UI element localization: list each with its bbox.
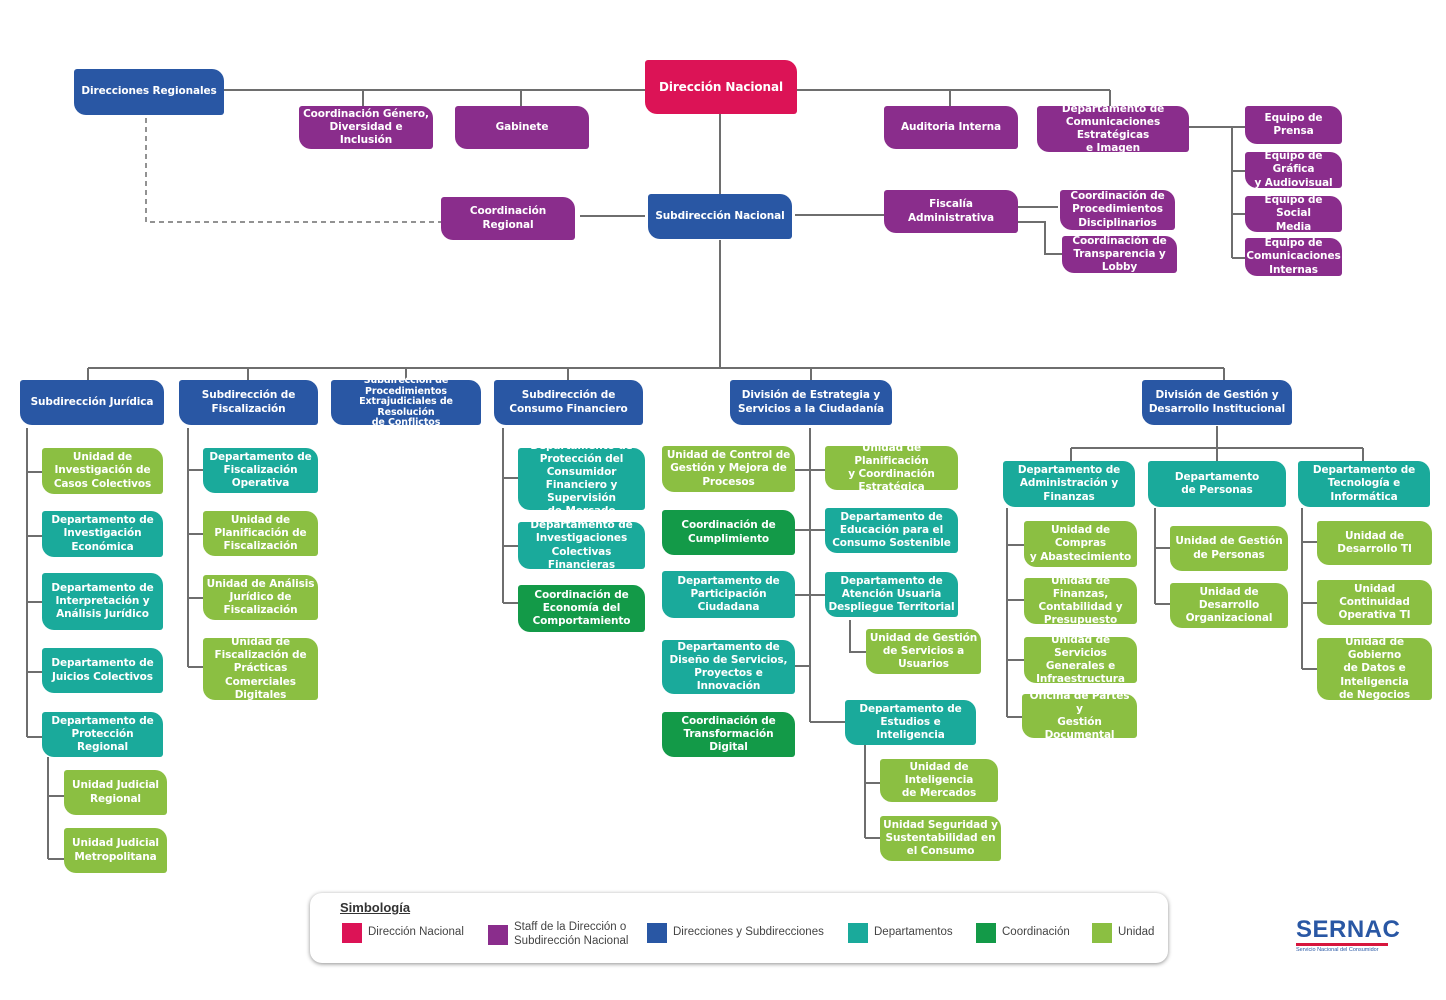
- node-subdireccion-consumo-financiero: Subdirección de Consumo Financiero: [494, 380, 643, 425]
- node-d-participacion-ciudadana: Departamento de Participación Ciudadana: [662, 571, 795, 618]
- node-u-desarrollo-ti: Unidad de Desarrollo TI: [1317, 521, 1432, 565]
- node-d-proteccion-regional: Departamento de Protección Regional: [42, 712, 163, 757]
- node-u-investigacion-casos: Unidad de Investigación de Casos Colecti…: [42, 448, 163, 494]
- legend-label: Departamentos: [874, 926, 953, 939]
- node-u-judicial-regional: Unidad Judicial Regional: [64, 770, 167, 815]
- connector-regional-dashed: [145, 118, 441, 223]
- node-d-juicios-colectivos: Departamento de Juicios Colectivos: [42, 648, 163, 693]
- node-u-continuidad-ti: Unidad Continuidad Operativa TI: [1317, 580, 1432, 625]
- node-d-fiscalizacion-operativa: Departamento de Fiscalización Operativa: [203, 448, 318, 493]
- logo-subtitle: Servicio Nacional del Consumidor: [1296, 947, 1379, 953]
- legend-label: Staff de la Dirección o Subdirección Nac…: [514, 921, 629, 947]
- node-c-cumplimiento: Coordinación de Cumplimiento: [662, 510, 795, 555]
- node-u-judicial-metropolitana: Unidad Judicial Metropolitana: [64, 828, 167, 873]
- node-d-interpretacion-juridico: Departamento de Interpretación y Análisi…: [42, 573, 163, 630]
- logo-underline: [1296, 943, 1388, 946]
- legend-swatch: [1092, 923, 1112, 943]
- legend-swatch: [848, 923, 868, 943]
- legend-label: Unidad: [1118, 926, 1155, 939]
- connector-consumo-items: [503, 477, 518, 604]
- node-u-oficina-partes: Oficina de Partes y Gestión Documental: [1022, 690, 1137, 741]
- node-u-gestion-personas: Unidad de Gestión de Personas: [1170, 526, 1288, 571]
- node-fiscalia-administrativa: Fiscalía Administrativa: [884, 190, 1018, 233]
- legend-item-direcciones: Direcciones y Subdirecciones: [647, 923, 824, 943]
- node-equipo-prensa: Equipo de Prensa: [1245, 106, 1342, 144]
- legend-swatch: [647, 923, 667, 943]
- connector-tecnologia-items: [1302, 541, 1317, 670]
- node-subdireccion-fiscalizacion: Subdirección de Fiscalización: [179, 380, 318, 425]
- node-equipo-comunicaciones-internas: Equipo de Comunicaciones Internas: [1245, 237, 1342, 276]
- node-coord-transparencia: Coordinación de Transparencia y Lobby: [1062, 235, 1177, 273]
- legend-item-coordinacion: Coordinación: [976, 923, 1070, 943]
- legend-item-departamentos: Departamentos: [848, 923, 953, 943]
- legend: Simbología Dirección Nacional Staff de l…: [310, 893, 1168, 963]
- node-d-investigacion-economica: Departamento de Investigación Económica: [42, 511, 163, 557]
- node-subdireccion-nacional: Subdirección Nacional: [648, 194, 792, 239]
- node-division-gestion: División de Gestión y Desarrollo Institu…: [1142, 380, 1292, 425]
- node-equipo-social-media: Equipo de Social Media: [1245, 194, 1342, 233]
- legend-swatch: [488, 924, 508, 945]
- node-u-gobierno-datos: Unidad de Gobierno de Datos e Inteligenc…: [1317, 636, 1432, 701]
- connector-proteccion-items: [48, 795, 64, 860]
- node-u-servicios-generales: Unidad de Servicios Generales e Infraest…: [1024, 634, 1137, 685]
- legend-label: Dirección Nacional: [368, 926, 464, 939]
- node-u-seguridad-consumo: Unidad Seguridad y Sustentabilidad en el…: [880, 816, 1001, 861]
- node-equipo-grafica: Equipo de Gráfica y Audiovisual: [1245, 150, 1342, 189]
- connector-estudios-items: [865, 782, 880, 839]
- node-u-compras: Unidad de Compras y Abastecimiento: [1024, 521, 1137, 567]
- node-subdireccion-procedimientos: Subdirección de Procedimientos Extrajudi…: [331, 375, 481, 428]
- connector-subdirecciones: [87, 368, 1225, 382]
- node-d-investigaciones-colectivas-financieras: Departamento de Investigaciones Colectiv…: [518, 519, 645, 571]
- node-coordinacion-regional: Coordinación Regional: [441, 197, 575, 240]
- node-coord-procedimientos-disciplinarios: Coordinación de Procedimientos Disciplin…: [1060, 190, 1175, 230]
- node-depto-comunicaciones: Departamento de Comunicaciones Estratégi…: [1037, 103, 1189, 154]
- node-u-inteligencia-mercados: Unidad de Inteligencia de Mercados: [880, 759, 998, 802]
- node-direcciones-regionales: Direcciones Regionales: [74, 69, 224, 115]
- node-u-control-gestion: Unidad de Control de Gestión y Mejora de…: [662, 446, 795, 492]
- node-c-transformacion-digital: Coordinación de Transformación Digital: [662, 712, 795, 757]
- connector-juridica-items: [27, 471, 42, 738]
- connector-personas-items: [1155, 547, 1170, 605]
- node-u-gestion-servicios-usuarios: Unidad de Gestión de Servicios a Usuario…: [866, 629, 981, 674]
- node-d-estudios-inteligencia: Departamento de Estudios e Inteligencia: [845, 700, 976, 745]
- connector-equipos: [1232, 170, 1245, 259]
- connector-admin-items: [1007, 544, 1024, 718]
- node-u-planificacion-fiscalizacion: Unidad de Planificación de Fiscalización: [203, 511, 318, 556]
- logo-name: SERNAC: [1296, 916, 1401, 943]
- node-d-tecnologia: Departamento de Tecnología e Informática: [1298, 461, 1430, 507]
- connector-gestion-deptos: [1070, 448, 1364, 461]
- node-u-planificacion-coordinacion-estrategica: Unidad de Planificación y Coordinación E…: [825, 442, 958, 493]
- node-division-estrategia: División de Estrategia y Servicios a la …: [730, 380, 892, 425]
- legend-swatch: [976, 923, 996, 943]
- connector-estrategia-items: [795, 469, 845, 723]
- sernac-logo: SERNAC Servicio Nacional del Consumidor: [1296, 916, 1401, 953]
- connector-transparencia: [1018, 221, 1062, 255]
- legend-item-unidad: Unidad: [1092, 923, 1154, 943]
- node-coordinacion-genero: Coordinación Género, Diversidad e Inclus…: [299, 106, 433, 149]
- node-c-economia-comportamiento: Coordinación de Economía del Comportamie…: [518, 585, 645, 632]
- node-d-educacion-consumo: Departamento de Educación para el Consum…: [825, 508, 958, 553]
- legend-item-staff: Staff de la Dirección o Subdirección Nac…: [488, 921, 628, 949]
- node-subdireccion-juridica: Subdirección Jurídica: [20, 380, 164, 425]
- node-d-atencion-usuaria: Departamento de Atención Usuaria Desplie…: [825, 572, 958, 617]
- node-u-fiscalizacion-practicas: Unidad de Fiscalización de Prácticas Com…: [203, 636, 318, 701]
- node-d-proteccion-consumidor-financiero: Departamento de Protección del Consumido…: [518, 440, 645, 517]
- node-d-administracion-finanzas: Departamento de Administración y Finanza…: [1003, 461, 1135, 507]
- node-u-analisis-juridico: Unidad de Análisis Jurídico de Fiscaliza…: [203, 575, 318, 620]
- node-gabinete: Gabinete: [455, 106, 589, 149]
- legend-swatch: [342, 923, 362, 943]
- legend-label: Coordinación: [1002, 926, 1070, 939]
- node-u-finanzas-contabilidad: Unidad de Finanzas, Contabilidad y Presu…: [1024, 575, 1137, 626]
- node-d-diseno-servicios: Departamento de Diseño de Servicios, Pro…: [662, 640, 795, 694]
- legend-item-direccion-nacional: Dirección Nacional: [342, 923, 464, 943]
- node-auditoria-interna: Auditoria Interna: [884, 106, 1018, 149]
- node-u-desarrollo-organizacional: Unidad de Desarrollo Organizacional: [1170, 583, 1288, 628]
- node-d-personas: Departamento de Personas: [1148, 461, 1286, 507]
- node-direccion-nacional: Dirección Nacional: [645, 60, 797, 114]
- legend-title: Simbología: [340, 900, 411, 915]
- connector-fiscalizacion-items: [188, 469, 203, 668]
- legend-label: Direcciones y Subdirecciones: [673, 926, 824, 939]
- connector-atencion-sub: [849, 620, 866, 653]
